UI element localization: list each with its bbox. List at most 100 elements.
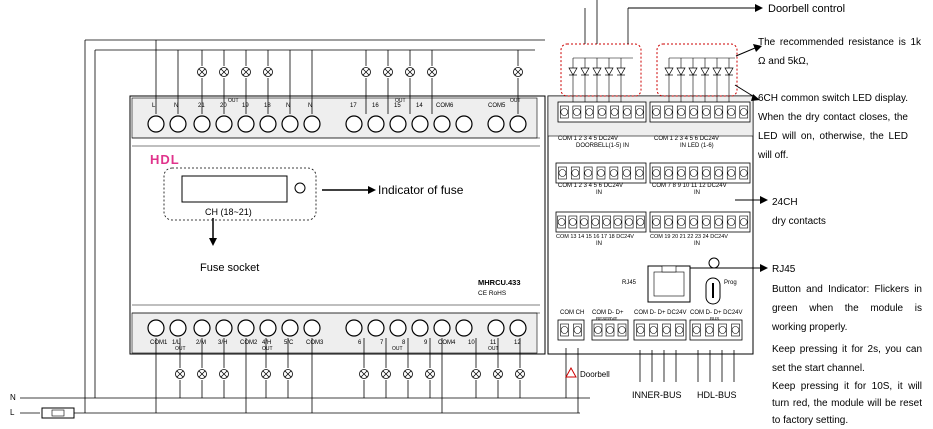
dry-contacts-label: dry contacts xyxy=(772,216,826,227)
l-label: L xyxy=(10,408,15,417)
module-body xyxy=(129,95,546,355)
bottom-out-label: OUT xyxy=(175,346,186,352)
com-ch-label: COM CH xyxy=(560,310,585,316)
bottom-terminal-label: COM2 xyxy=(240,340,258,346)
screw-terminal xyxy=(433,319,451,337)
led-icon xyxy=(616,67,626,76)
screw-terminal xyxy=(237,319,255,337)
cert-label: CE RoHS xyxy=(478,290,507,297)
bottom-terminal-label: COM4 xyxy=(438,340,456,346)
n-label: N xyxy=(10,393,16,402)
led-display-annotation: 6CH common switch LED display. When the … xyxy=(758,93,908,161)
screw-terminal xyxy=(193,319,211,337)
led-icon xyxy=(568,67,578,76)
screw-terminal xyxy=(487,319,505,337)
top-out-label: OUT xyxy=(395,98,406,104)
top-terminal-label: 15 xyxy=(394,103,401,109)
screw-terminal xyxy=(455,319,473,337)
ch-range-label: CH (18~21) xyxy=(205,207,252,217)
led-icon xyxy=(676,67,686,76)
screw-terminal xyxy=(509,319,527,337)
screw-terminal xyxy=(281,319,299,337)
bottom-terminal-label: 9 xyxy=(424,340,428,346)
dry-block-1-label: COM 1 2 3 4 5 6 DC24V xyxy=(558,183,624,189)
terminal-block xyxy=(555,211,647,233)
indicator-fuse-annotation: Indicator of fuse xyxy=(378,183,464,197)
top-terminal-label: 18 xyxy=(264,103,271,109)
prog-label: Prog xyxy=(724,280,737,286)
bottom-out-label: OUT xyxy=(488,346,499,352)
fuse-indicator-led xyxy=(294,182,306,194)
screw-terminal xyxy=(487,115,505,133)
led-icon xyxy=(664,67,674,76)
top-terminal-label: COM5 xyxy=(488,103,506,109)
doorbell-warning-icon xyxy=(565,366,577,378)
dry-block-4-label: COM 19 20 21 22 23 24 DC24V xyxy=(650,234,728,240)
fuse-socket-annotation: Fuse socket xyxy=(200,262,260,274)
top-terminal-label: 16 xyxy=(372,103,379,109)
screw-terminal xyxy=(367,115,385,133)
in-label-4: IN xyxy=(694,241,700,247)
rj45-annotation: RJ45 xyxy=(772,264,796,275)
screw-terminal xyxy=(345,319,363,337)
doorbell-label: Doorbell xyxy=(580,370,610,379)
top-terminal-label: COM6 xyxy=(436,103,454,109)
fuse-window xyxy=(181,175,288,203)
top-terminal-row xyxy=(147,115,527,133)
terminal-block xyxy=(689,319,743,341)
screw-terminal xyxy=(215,115,233,133)
inner-bus-label: INNER-BUS xyxy=(632,390,682,400)
top-terminal-label: L xyxy=(152,103,156,109)
in-label-2: IN xyxy=(694,190,700,196)
screw-terminal xyxy=(367,319,385,337)
terminal-block xyxy=(649,101,751,123)
terminal-block xyxy=(633,319,687,341)
led-sub-label: IN LED (1-6) xyxy=(680,143,714,149)
led-icon xyxy=(604,67,614,76)
terminal-block xyxy=(649,211,751,233)
doorbell-control-annotation: Doorbell control xyxy=(768,3,846,15)
top-terminal-label: 20 xyxy=(220,103,227,109)
screw-terminal xyxy=(303,115,321,133)
screw-terminal xyxy=(509,115,527,133)
screw-terminal xyxy=(147,319,165,337)
screw-terminal xyxy=(433,115,451,133)
screw-terminal xyxy=(303,319,321,337)
resistance-annotation: The recommended resistance is 1k Ω and 5… xyxy=(758,37,921,67)
screw-terminal xyxy=(411,115,429,133)
bottom-terminal-label: 5/C xyxy=(284,340,294,346)
bus2-label: COM D- D+ DC24V xyxy=(634,310,687,316)
button-annotation-2: Keep pressing it for 2s, you can set the… xyxy=(772,344,922,374)
bottom-terminal-label: 3/H xyxy=(218,340,228,346)
screw-terminal xyxy=(259,115,277,133)
bottom-terminal-label: 10 xyxy=(468,340,475,346)
screw-terminal xyxy=(455,115,473,133)
bottom-terminal-label: 11 xyxy=(490,340,497,346)
bottom-terminal-label: COM3 xyxy=(306,340,324,346)
bottom-terminal-label: COM1 xyxy=(150,340,168,346)
led-terminal-label: COM 1 2 3 4 5 6 DC24V xyxy=(654,136,720,142)
led-icon xyxy=(700,67,710,76)
top-terminal-label: 21 xyxy=(198,103,205,109)
top-terminal-label: 19 xyxy=(242,103,249,109)
bottom-terminal-row xyxy=(147,319,527,337)
led-icon xyxy=(688,67,698,76)
screw-terminal xyxy=(389,319,407,337)
screw-terminal xyxy=(237,115,255,133)
top-out-label: OUT xyxy=(510,98,521,104)
bus3-label: COM D- D+ DC24V xyxy=(690,310,743,316)
bottom-terminal-label: 4/H xyxy=(262,340,272,346)
dry-block-3-label: COM 13 14 15 16 17 18 DC24V xyxy=(556,234,634,240)
led-icon xyxy=(580,67,590,76)
doorbell-sub-label: DOORBELL(1-5) IN xyxy=(576,143,630,149)
top-terminal-label: 14 xyxy=(416,103,423,109)
screw-terminal xyxy=(411,319,429,337)
bottom-terminal-label: 1/L xyxy=(172,340,181,346)
top-terminal-label: N xyxy=(308,103,313,109)
top-terminal-label: N xyxy=(286,103,291,109)
led-icon xyxy=(712,67,722,76)
dry-block-2-label: COM 7 8 9 10 11 12 DC24V xyxy=(652,183,727,189)
screw-terminal xyxy=(389,115,407,133)
screw-terminal xyxy=(281,115,299,133)
